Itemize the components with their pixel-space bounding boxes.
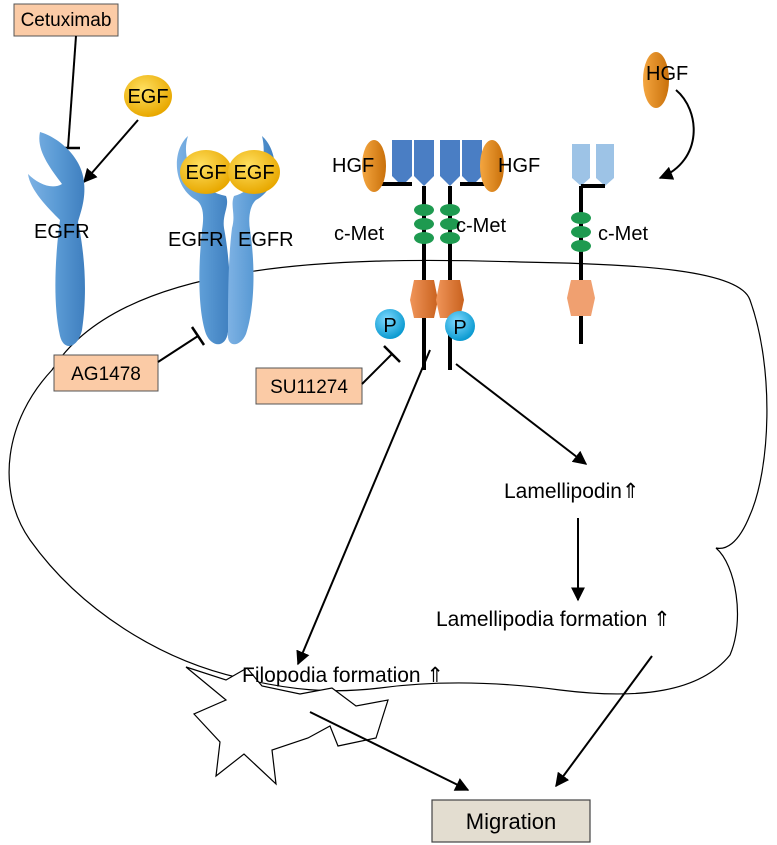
cell-membrane bbox=[8, 259, 768, 695]
hgf-bound-right-label: HGF bbox=[498, 155, 540, 177]
egf-ligand-free bbox=[124, 75, 172, 117]
arrow-to-filopodia bbox=[296, 349, 431, 666]
cmet-right-ecd-b bbox=[462, 140, 482, 186]
cmet-monomer bbox=[567, 144, 614, 344]
ag1478-box bbox=[53, 354, 159, 392]
egfr-dimer-left-label: EGFR bbox=[168, 229, 224, 251]
hgf-bound-left bbox=[362, 140, 386, 192]
hgf-bound-left-label: HGF bbox=[332, 155, 374, 177]
ag1478-inhibition-bar bbox=[190, 326, 206, 346]
lamellipodin-label: Lamellipodin⇑ bbox=[504, 480, 640, 503]
hgf-ligand-free bbox=[643, 52, 669, 108]
cetuximab-inhibition-line bbox=[67, 35, 77, 149]
egf-bound-left-label: EGF bbox=[185, 162, 226, 184]
ag1478-inhibition-line bbox=[157, 335, 199, 363]
cetuximab-label: Cetuximab bbox=[21, 10, 112, 31]
hgf-ligand-free-label: HGF bbox=[646, 63, 688, 85]
migration-box bbox=[431, 799, 591, 843]
arrow-lamellipodia-to-migration bbox=[555, 655, 653, 788]
su11274-label: SU11274 bbox=[270, 377, 348, 398]
migration-label: Migration bbox=[466, 809, 556, 834]
cmet-dimer-right-label: c-Met bbox=[456, 215, 506, 237]
egf-binding-arrow bbox=[83, 119, 139, 184]
cmet-right-ecd-a bbox=[440, 140, 460, 186]
egf-ligand-bound-right bbox=[228, 150, 280, 194]
cmet-dimer-left-label: c-Met bbox=[334, 223, 384, 245]
phospho-left-label: P bbox=[383, 315, 396, 337]
egfr-dimer-right-label: EGFR bbox=[238, 229, 294, 251]
egfr-monomer-label: EGFR bbox=[34, 221, 90, 243]
cetuximab-box bbox=[13, 3, 119, 37]
cmet-dimer bbox=[374, 140, 498, 370]
su11274-inhibition-bar bbox=[383, 345, 401, 363]
lamellipodia-label: Lamellipodia formation ⇑ bbox=[436, 608, 671, 631]
filopodia-label: Filopodia formation ⇑ bbox=[242, 664, 444, 687]
phospho-right-label: P bbox=[453, 317, 466, 339]
ag1478-label: AG1478 bbox=[71, 364, 141, 385]
su11274-inhibition-line bbox=[361, 353, 393, 385]
egf-ligand-free-label: EGF bbox=[127, 86, 168, 108]
hgf-binding-arrow bbox=[658, 89, 695, 180]
su11274-box bbox=[255, 367, 363, 405]
arrow-filopodia-to-migration bbox=[309, 711, 470, 791]
arrow-to-lamellipodin bbox=[455, 363, 588, 465]
cmet-left-ecd-b bbox=[414, 140, 434, 186]
phospho-left bbox=[375, 309, 405, 339]
cmet-left-ecd-a bbox=[392, 140, 412, 186]
filopodia-starburst bbox=[185, 666, 389, 786]
cmet-monomer-label: c-Met bbox=[598, 223, 648, 245]
egfr-monomer bbox=[28, 132, 85, 347]
hgf-bound-right bbox=[480, 140, 504, 192]
egf-bound-right-label: EGF bbox=[233, 162, 274, 184]
phospho-right bbox=[445, 311, 475, 341]
egf-ligand-bound-left bbox=[180, 150, 232, 194]
